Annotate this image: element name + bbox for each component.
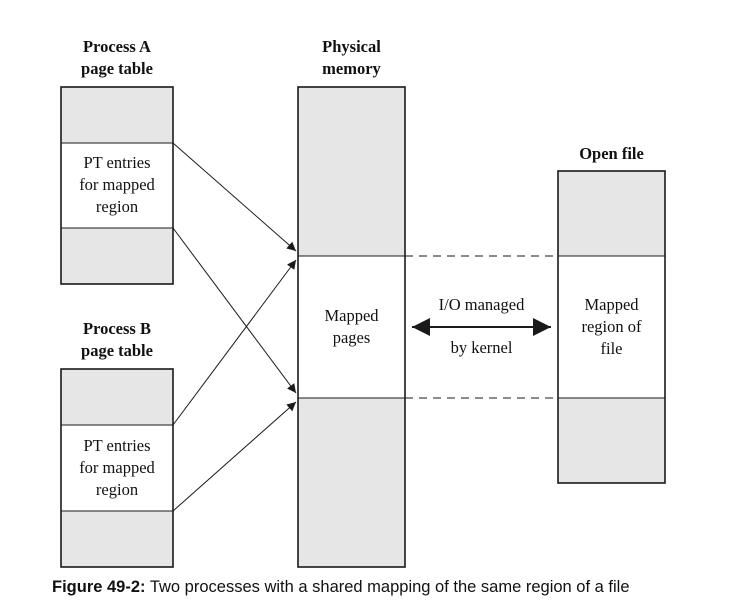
figure-caption: Figure 49-2: Two processes with a shared… bbox=[52, 578, 630, 597]
process-b-page-table bbox=[60, 368, 174, 568]
physical-memory-heading-line1: Physical bbox=[322, 37, 381, 56]
process-b-outline bbox=[60, 368, 174, 568]
pt-entries-a-label: PT entries for mapped region bbox=[61, 152, 173, 218]
open-file-top-segment bbox=[558, 171, 665, 256]
mapped-pages-line1: Mapped bbox=[324, 306, 379, 325]
arrow-b-to-memory-top bbox=[172, 259, 297, 426]
physical-memory-top-segment bbox=[298, 87, 405, 256]
pt-entries-b-line3: region bbox=[95, 480, 139, 499]
process-a-page-table bbox=[60, 86, 174, 285]
process-b-mapped-segment bbox=[61, 425, 173, 511]
process-b-bottom-segment bbox=[61, 511, 173, 567]
figure-caption-text: Two processes with a shared mapping of t… bbox=[149, 578, 630, 596]
figure-number: Figure 49-2: bbox=[52, 578, 146, 596]
mapped-pages-label: Mapped pages bbox=[298, 305, 405, 349]
pt-entries-a-line3: region bbox=[95, 197, 139, 216]
physical-memory-bottom-segment bbox=[298, 398, 405, 567]
open-file-outline bbox=[557, 170, 666, 484]
by-kernel-text: by kernel bbox=[450, 338, 513, 357]
physical-memory-block bbox=[297, 86, 406, 568]
physical-memory-heading: Physical memory bbox=[288, 36, 415, 80]
mapped-pages-line2: pages bbox=[332, 328, 371, 347]
pt-entries-a-line1: PT entries bbox=[83, 153, 151, 172]
physical-memory-heading-line2: memory bbox=[322, 59, 381, 78]
process-a-bottom-segment bbox=[61, 228, 173, 284]
open-file-block bbox=[557, 170, 666, 484]
pt-entries-b-line1: PT entries bbox=[83, 436, 151, 455]
process-b-heading-line2: page table bbox=[81, 341, 153, 360]
io-managed-text: I/O managed bbox=[438, 295, 525, 314]
pt-entries-a-line2: for mapped bbox=[79, 175, 155, 194]
physical-memory-mapped-segment bbox=[298, 256, 405, 398]
mapped-region-file-line2: region of bbox=[581, 317, 642, 336]
arrow-a-to-memory-top bbox=[172, 142, 297, 252]
open-file-heading: Open file bbox=[548, 143, 675, 165]
open-file-bottom-segment bbox=[558, 398, 665, 483]
arrow-b-to-memory-bottom bbox=[172, 401, 297, 512]
pt-entries-b-label: PT entries for mapped region bbox=[61, 435, 173, 501]
open-file-heading-line1: Open file bbox=[579, 144, 644, 163]
mapped-region-file-line3: file bbox=[600, 339, 623, 358]
io-managed-label: I/O managed bbox=[410, 294, 553, 316]
physical-memory-outline bbox=[297, 86, 406, 568]
mapped-region-file-label: Mapped region of file bbox=[558, 294, 665, 360]
by-kernel-label: by kernel bbox=[410, 337, 553, 359]
process-a-top-segment bbox=[61, 87, 173, 143]
process-a-heading: Process A page table bbox=[61, 36, 173, 80]
process-a-heading-line2: page table bbox=[81, 59, 153, 78]
arrow-a-to-memory-bottom bbox=[172, 227, 297, 394]
open-file-mapped-segment bbox=[558, 256, 665, 398]
pt-entries-b-line2: for mapped bbox=[79, 458, 155, 477]
process-a-heading-line1: Process A bbox=[83, 37, 151, 56]
process-a-outline bbox=[60, 86, 174, 285]
process-b-heading-line1: Process B bbox=[83, 319, 151, 338]
process-b-heading: Process B page table bbox=[61, 318, 173, 362]
mapped-region-file-line1: Mapped bbox=[584, 295, 639, 314]
process-b-top-segment bbox=[61, 369, 173, 425]
process-a-mapped-segment bbox=[61, 143, 173, 228]
